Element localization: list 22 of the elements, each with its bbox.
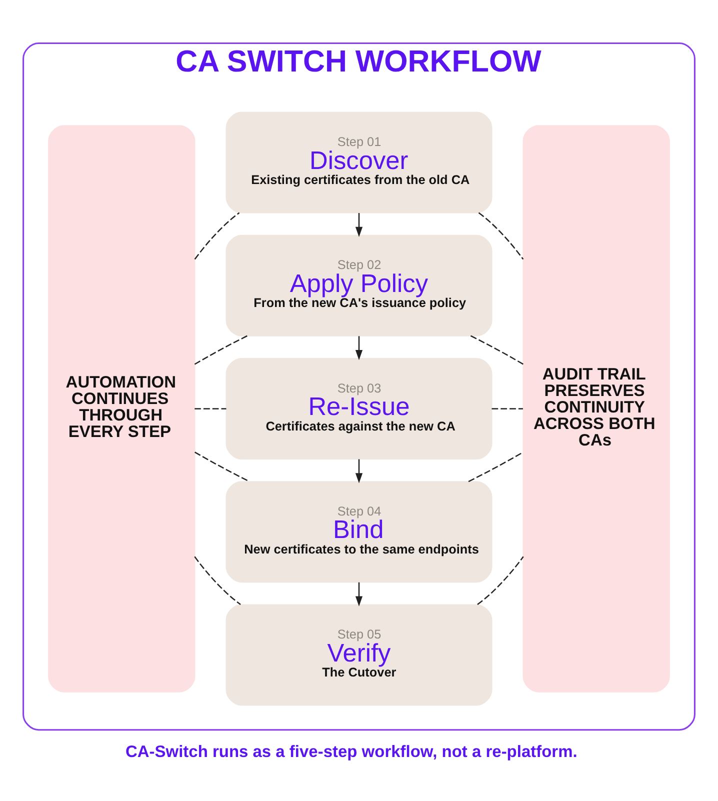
connector xyxy=(194,212,240,260)
node-box: Step 01 Discover Existing certificates from the old CA xyxy=(226,112,492,214)
connector xyxy=(470,335,524,365)
arrow xyxy=(355,336,363,360)
arrow xyxy=(355,582,363,606)
node-box: AUTOMATION CONTINUES THROUGH EVERY STEP xyxy=(48,125,196,692)
connector xyxy=(194,335,248,365)
connector xyxy=(492,408,523,410)
connector xyxy=(194,452,250,482)
connector xyxy=(194,408,226,410)
node-box: Step 02 Apply Policy From the new CA's issuance policy xyxy=(226,234,492,336)
node-box: Step 04 Bind New certificates to the same endpoints xyxy=(226,481,492,583)
connector xyxy=(194,556,241,605)
node-box: Step 03 Re-Issue Certificates against the new CA xyxy=(226,358,492,460)
arrow xyxy=(355,459,363,484)
connector xyxy=(478,212,524,260)
node-box: Step 05 Verify The Cutover xyxy=(226,604,492,706)
arrow xyxy=(355,213,363,238)
connector xyxy=(477,556,524,605)
caption: CA-Switch runs as a five-step workflow, not a re-platform. xyxy=(125,743,578,762)
node-box: AUDIT TRAIL PRESERVES CONTINUITY ACROSS BOTH CAs xyxy=(522,125,670,692)
connector xyxy=(468,452,524,482)
